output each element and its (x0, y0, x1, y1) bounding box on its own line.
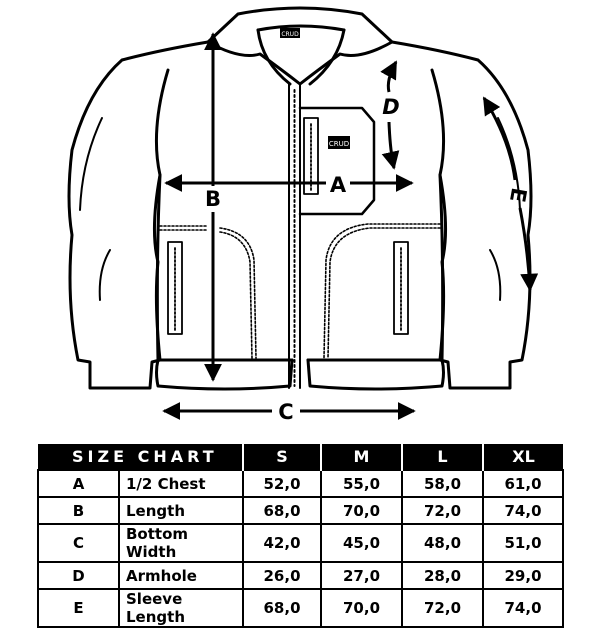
row-measurement-name: Sleeve Length (117, 588, 245, 628)
right-pocket-zipper (393, 241, 409, 335)
row-measurement-name: Armhole (117, 561, 245, 590)
measure-arrow-e (482, 96, 517, 181)
cell-s: 42,0 (242, 523, 323, 563)
row-key: E (37, 588, 120, 628)
measure-arrow-d (380, 60, 398, 93)
table-title: SIZE CHART (38, 444, 244, 470)
brand-tag-collar: CRUD (280, 28, 300, 38)
svg-text:CRUD: CRUD (281, 31, 299, 38)
measure-arrow-d (381, 121, 400, 170)
table-row: C Bottom Width 42,0 45,0 48,0 51,0 (37, 523, 565, 563)
jacket-diagram: CRUD CRUD A B C D E (67, 6, 539, 424)
size-header-l: L (401, 444, 484, 470)
row-key: B (37, 496, 120, 525)
cell-m: 70,0 (320, 588, 404, 628)
cell-xl: 61,0 (482, 469, 565, 498)
pocket-seams (159, 223, 441, 359)
label-d: D (382, 95, 399, 119)
size-header-xl: XL (482, 444, 564, 470)
size-header-m: M (320, 444, 403, 470)
cell-m: 70,0 (320, 496, 404, 525)
svg-text:CRUD: CRUD (329, 140, 349, 148)
row-key: C (37, 523, 120, 563)
cell-m: 45,0 (320, 523, 404, 563)
label-e: E (505, 186, 531, 204)
cell-l: 48,0 (401, 523, 485, 563)
cell-xl: 74,0 (482, 496, 565, 525)
cell-s: 68,0 (242, 496, 323, 525)
cell-s: 68,0 (242, 588, 323, 628)
table-header-row: SIZE CHART S M L XL (38, 444, 564, 470)
row-key: A (37, 469, 120, 498)
jacket-body (67, 40, 533, 391)
cell-l: 58,0 (401, 469, 485, 498)
cell-s: 52,0 (242, 469, 323, 498)
row-measurement-name: 1/2 Chest (117, 469, 245, 498)
center-zipper (288, 83, 301, 389)
cell-l: 28,0 (401, 561, 485, 590)
label-a: A (330, 173, 347, 197)
cell-xl: 29,0 (482, 561, 565, 590)
row-measurement-name: Length (117, 496, 245, 525)
table-row: D Armhole 26,0 27,0 28,0 29,0 (37, 561, 565, 590)
table-row: A 1/2 Chest 52,0 55,0 58,0 61,0 (37, 469, 565, 498)
size-chart-table: SIZE CHART S M L XL A 1/2 Chest 52,0 55,… (37, 444, 565, 628)
cell-l: 72,0 (401, 496, 485, 525)
cell-l: 72,0 (401, 588, 485, 628)
cell-s: 26,0 (242, 561, 323, 590)
row-key: D (37, 561, 120, 590)
chest-pocket-zipper (303, 117, 319, 195)
collar (206, 6, 394, 86)
cell-xl: 74,0 (482, 588, 565, 628)
cell-xl: 51,0 (482, 523, 565, 563)
label-b: B (205, 187, 221, 211)
cell-m: 27,0 (320, 561, 404, 590)
table-row: B Length 68,0 70,0 72,0 74,0 (37, 496, 565, 525)
left-pocket-zipper (167, 241, 183, 335)
size-header-s: S (242, 444, 322, 470)
brand-tag-pocket: CRUD (328, 136, 350, 149)
label-c: C (278, 400, 293, 424)
row-measurement-name: Bottom Width (117, 523, 245, 563)
measure-arrow-e (518, 207, 539, 292)
table-row: E Sleeve Length 68,0 70,0 72,0 74,0 (37, 588, 565, 628)
cell-m: 55,0 (320, 469, 404, 498)
